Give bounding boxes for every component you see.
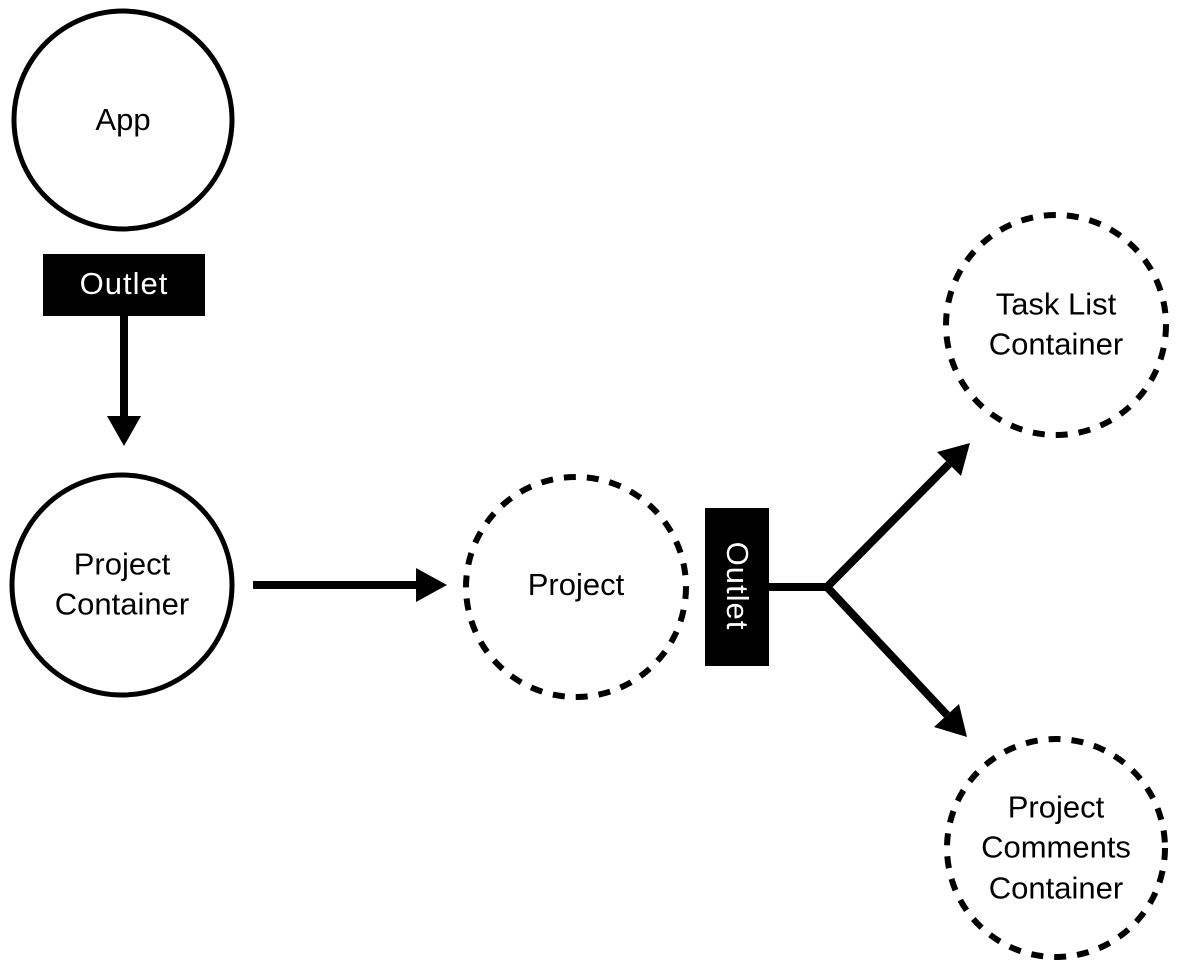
app-outlet-box — [43, 254, 205, 316]
project-node-label: Project — [527, 566, 625, 602]
app-node-label: App — [95, 101, 151, 137]
edge-project-container-to-project-arrowhead-icon — [416, 568, 447, 602]
project-comments-container-node-circle — [944, 736, 1168, 960]
edge-app-to-project-container-arrowhead-icon — [107, 416, 141, 446]
edge-outlet-to-comments-line — [824, 584, 950, 718]
project-comments-container-node-label: Project Comments Container — [981, 789, 1131, 906]
project-outlet-label: Outlet — [720, 541, 755, 631]
project-outlet-box — [705, 508, 769, 666]
edge-outlet-to-task-list-arrowhead-icon — [937, 443, 970, 476]
project-container-node-label: Project Container — [54, 546, 190, 622]
app-outlet-label: Outlet — [79, 266, 169, 301]
task-list-container-node-circle — [943, 212, 1169, 438]
task-list-container-node-label: Task List Container — [988, 286, 1124, 362]
project-node-circle — [463, 474, 689, 700]
edge-outlet-to-task-list-line — [824, 461, 952, 590]
app-node-circle — [11, 8, 235, 232]
edge-outlet-to-comments-arrowhead-icon — [934, 704, 967, 737]
project-container-node-circle — [9, 472, 235, 698]
